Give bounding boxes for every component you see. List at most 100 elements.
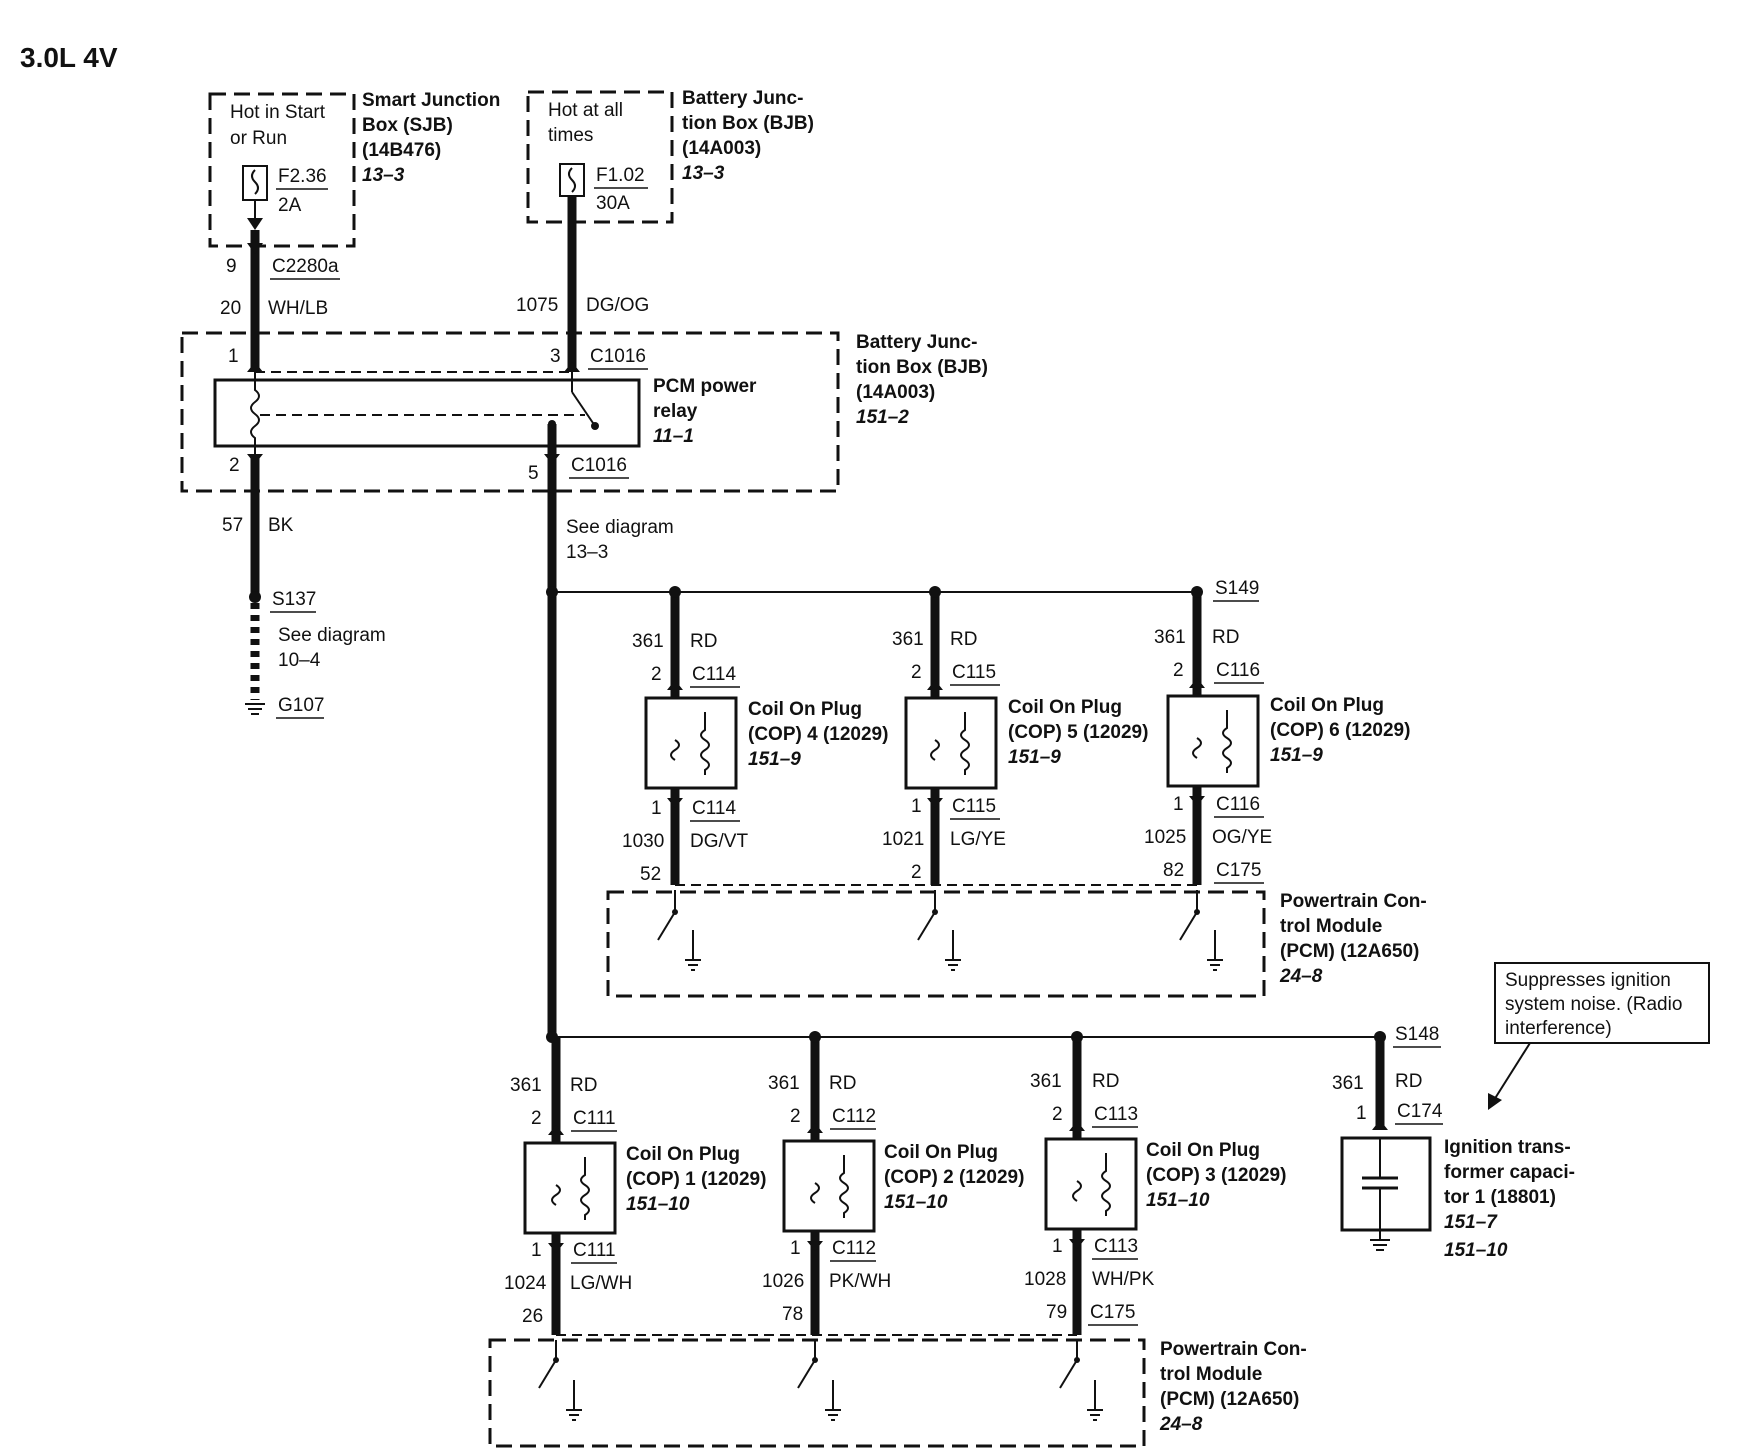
cop-4-out-connector: C114 xyxy=(692,798,736,819)
pcm-bottom-name-line3: (PCM) (12A650) xyxy=(1160,1389,1299,1410)
cop-5-group: 361 RD 2 C115 Coil On Plug (COP) 5 (1202… xyxy=(882,586,1148,885)
cop-6-in-pin: 2 xyxy=(1173,660,1184,681)
cop-1-in-pin: 2 xyxy=(531,1108,542,1129)
bjb-circuit: 1075 xyxy=(516,295,558,316)
bjb-wire-color: DG/OG xyxy=(586,295,649,316)
cop-2-name-line1: Coil On Plug xyxy=(884,1142,998,1163)
note-line2: system noise. (Radio xyxy=(1505,994,1682,1015)
cop-5-out-circuit: 1021 xyxy=(882,829,924,850)
relay-pin-5: 5 xyxy=(528,463,539,484)
cop-4-in-circuit: 361 xyxy=(632,631,664,652)
bjb-note-line2: times xyxy=(548,125,593,146)
cop-2-ref: 151–10 xyxy=(884,1192,948,1213)
bjb-name-line1: Battery Junc- xyxy=(682,88,803,109)
cop-1-ref: 151–10 xyxy=(626,1194,690,1215)
cop-3-in-connector: C113 xyxy=(1094,1104,1138,1125)
ground-g107: G107 xyxy=(278,695,324,716)
page-title: 3.0L 4V xyxy=(20,42,118,73)
sjb-note-line2: or Run xyxy=(230,128,287,149)
cop-2-name-line2: (COP) 2 (12029) xyxy=(884,1167,1024,1188)
relay-connector-bottom: C1016 xyxy=(571,455,627,476)
sjb-circuit: 20 xyxy=(220,298,241,319)
pcm-top-ref: 24–8 xyxy=(1279,966,1323,987)
cop-5-name-line2: (COP) 5 (12029) xyxy=(1008,722,1148,743)
cop-6-pcm-pin: 82 xyxy=(1163,860,1184,881)
relay-switch-icon xyxy=(571,391,594,424)
ground-circuit-group: 57 BK S137 See diagram 10–4 G107 xyxy=(222,456,386,719)
splice-s148: S148 xyxy=(1395,1024,1439,1045)
pcm-bottom-ref: 24–8 xyxy=(1159,1414,1203,1435)
cop-5-out-pin: 1 xyxy=(911,796,922,817)
cop-5-coil xyxy=(904,696,998,790)
cop-6-in-connector: C116 xyxy=(1216,660,1260,681)
cop-3-name-line2: (COP) 3 (12029) xyxy=(1146,1165,1286,1186)
cop-5-in-color: RD xyxy=(950,629,977,650)
cop-2-out-pin: 1 xyxy=(790,1238,801,1259)
output-see-ref: 13–3 xyxy=(566,542,608,563)
cop-5-out-connector: C115 xyxy=(952,796,996,817)
note-arrow-icon xyxy=(1493,1042,1531,1101)
cop-1-in-circuit: 361 xyxy=(510,1075,542,1096)
cop-3-out-connector: C113 xyxy=(1094,1236,1138,1257)
cop-1-out-color: LG/WH xyxy=(570,1273,632,1294)
diode-icon xyxy=(247,218,263,230)
relay-bjb-name-line2: tion Box (BJB) xyxy=(856,357,988,378)
pcm-driver-switch-icon xyxy=(917,890,961,971)
cop-6-out-circuit: 1025 xyxy=(1144,827,1186,848)
pcm-top-connector: C175 xyxy=(1216,860,1261,881)
sjb-connector: C2280a xyxy=(272,256,339,277)
splice-s137: S137 xyxy=(272,589,316,610)
sjb-fuse-group: Hot in Start or Run F2.36 2A Smart Junct… xyxy=(208,90,500,248)
capacitor-circuit: 361 xyxy=(1332,1073,1364,1094)
cop-4-name-line1: Coil On Plug xyxy=(748,699,862,720)
cop-6-name-line1: Coil On Plug xyxy=(1270,695,1384,716)
cop-4-name-line2: (COP) 4 (12029) xyxy=(748,724,888,745)
ground-see-diagram: See diagram xyxy=(278,625,386,646)
noise-note-box xyxy=(1494,962,1710,1044)
pcm-bottom-box xyxy=(488,1338,1146,1448)
relay-pin-1: 1 xyxy=(228,346,239,367)
cop-2-pcm-pin: 78 xyxy=(782,1304,803,1325)
sjb-wire-color: WH/LB xyxy=(268,298,328,319)
pcm-driver-switch-icon xyxy=(797,1340,841,1421)
relay-bjb-name-line1: Battery Junc- xyxy=(856,332,977,353)
cop-5-ref: 151–9 xyxy=(1008,747,1061,768)
cop-2-in-color: RD xyxy=(829,1073,856,1094)
capacitor-wire-color: RD xyxy=(1395,1071,1422,1092)
cop-4-coil xyxy=(644,696,738,790)
relay-name-line1: PCM power xyxy=(653,376,757,397)
relay-name-line2: relay xyxy=(653,401,698,422)
relay-pin-2: 2 xyxy=(229,455,240,476)
coil-winding-icon xyxy=(1222,710,1232,773)
sjb-pin: 9 xyxy=(226,256,237,277)
relay-bjb-box xyxy=(180,331,840,493)
cop-3-ref: 151–10 xyxy=(1146,1190,1210,1211)
capacitor-ref-1: 151–7 xyxy=(1444,1212,1498,1233)
bjb-fuse-id: F1.02 xyxy=(596,165,645,186)
pcm-top-group: C175 Powertrai xyxy=(606,860,1427,998)
cop-1-pcm-pin: 26 xyxy=(522,1306,543,1327)
note-line1: Suppresses ignition xyxy=(1505,970,1671,991)
cop-6-group: 361 RD 2 C116 Coil On Plug (COP) 6 (1202… xyxy=(1144,586,1410,885)
pcm-driver-switch-icon xyxy=(657,890,701,971)
cop-4-in-color: RD xyxy=(690,631,717,652)
cop-5-in-connector: C115 xyxy=(952,662,996,683)
cop-3-in-circuit: 361 xyxy=(1030,1071,1062,1092)
splice-s149: S149 xyxy=(1215,578,1259,599)
cop-5-name-line1: Coil On Plug xyxy=(1008,697,1122,718)
relay-ref: 11–1 xyxy=(653,426,694,447)
cop-1-out-circuit: 1024 xyxy=(504,1273,547,1294)
capacitor-group: 361 RD 1 C174 Ignition trans- former cap… xyxy=(1332,1037,1575,1261)
capacitor-pin: 1 xyxy=(1356,1103,1367,1124)
sjb-note-line1: Hot in Start xyxy=(230,102,326,123)
coil-winding-icon xyxy=(1101,1153,1111,1216)
bjb-fuse-rating: 30A xyxy=(596,193,630,214)
cop-2-in-circuit: 361 xyxy=(768,1073,800,1094)
cop-6-ref: 151–9 xyxy=(1270,745,1323,766)
fuse-element-icon xyxy=(568,167,576,193)
ground-g107-icon xyxy=(245,703,265,715)
relay-pin-3: 3 xyxy=(550,346,561,367)
noise-note-group: Suppresses ignition system noise. (Radio… xyxy=(1488,962,1710,1110)
ground-see-ref: 10–4 xyxy=(278,650,321,671)
